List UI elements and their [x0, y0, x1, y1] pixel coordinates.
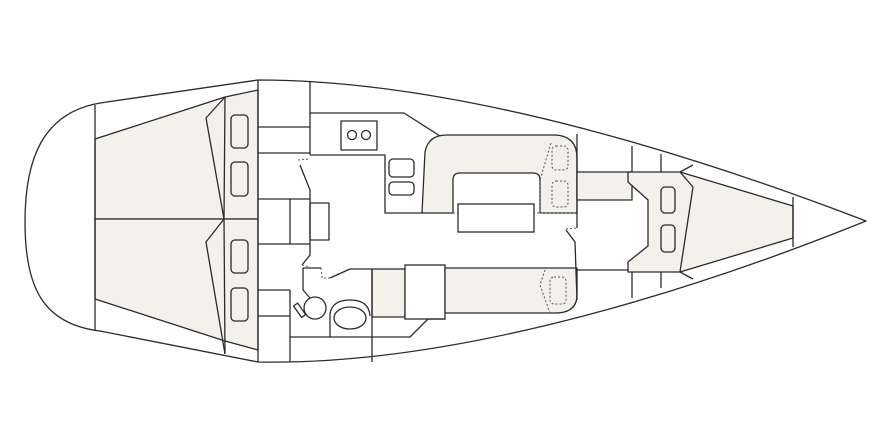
stove — [340, 120, 378, 151]
passage-floor — [576, 171, 633, 201]
hull-outline — [24, 79, 867, 363]
saloon-table — [457, 203, 535, 233]
nav-table — [309, 202, 330, 241]
settee-starboard — [444, 267, 578, 314]
toilet — [303, 296, 327, 320]
aft-berth-starboard — [94, 218, 259, 351]
saloon — [302, 134, 578, 338]
settee-port — [421, 134, 578, 214]
nav-and-lockers — [258, 81, 330, 362]
washbasin — [333, 306, 367, 330]
forward-cabin — [565, 134, 794, 301]
galley — [310, 112, 441, 214]
door — [301, 244, 311, 266]
cabinet — [404, 264, 446, 320]
locker-hatch — [230, 161, 249, 197]
locker-hatch — [230, 287, 249, 322]
burner-icon — [346, 129, 358, 141]
berth-edge-line — [223, 96, 226, 355]
burner-icon — [360, 129, 372, 141]
door — [299, 164, 311, 199]
sink — [388, 181, 415, 196]
locker-hatch — [660, 224, 676, 253]
locker-hatch — [660, 186, 676, 214]
v-berth — [627, 171, 794, 273]
aft-berth-port — [94, 89, 259, 220]
nav-seat — [289, 198, 311, 245]
head — [290, 276, 373, 362]
locker-hatch — [230, 114, 249, 149]
aft-cabins — [94, 80, 259, 362]
sink — [388, 158, 415, 178]
settee-aft-seat — [371, 268, 406, 318]
toilet-handle — [292, 302, 307, 319]
locker-hatch — [230, 239, 249, 274]
